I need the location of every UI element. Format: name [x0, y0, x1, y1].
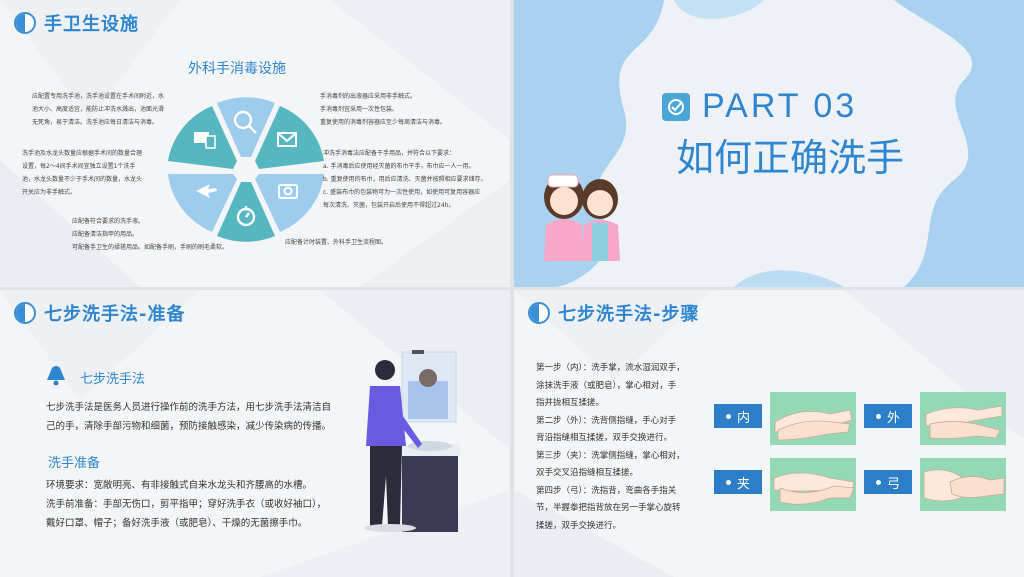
- search-icon: [233, 110, 257, 134]
- devices-icon: [194, 132, 216, 149]
- step-label-1: 内: [714, 404, 762, 428]
- hand-image-1: [770, 392, 856, 445]
- text-right-top: 手消毒剂的出液器应采用非手触式。 手消毒剂宜采用一次性包装。 重复使用的消毒剂容…: [320, 93, 447, 126]
- bullet-icon: [875, 413, 881, 419]
- bullet-icon: [725, 413, 731, 419]
- part-title: 如何正确洗手: [675, 136, 904, 180]
- step-label-2: 外: [864, 404, 912, 428]
- airplane-icon: [196, 184, 217, 198]
- slide-seven-step-prep[interactable]: 七步洗手法-准备 七步洗手法 七步洗手法是医务人员进行操作前的洗手方法，用七步洗…: [0, 290, 510, 577]
- step-label-4: 弓: [864, 470, 912, 494]
- facilities-wheel: [168, 97, 324, 242]
- step-label-3: 夹: [714, 470, 762, 494]
- half-circle-icon: [14, 12, 36, 34]
- text-bottom-left: 应配备符合要求的洗手液。 应配备清洁指甲的用品。 可配备手卫生的揉搓用品。如配备…: [72, 218, 229, 251]
- background-polygons: [0, 0, 510, 287]
- hand-image-3: [770, 458, 856, 511]
- text-bottom-right: 应配备计时装置、外科手卫生流程图。: [285, 239, 388, 246]
- check-badge-icon: [662, 92, 690, 121]
- doctor-washing-illustration: [364, 350, 460, 532]
- part-label: PART 03: [702, 87, 858, 125]
- nurses-illustration: [544, 174, 620, 261]
- text-left-mid: 洗手池及水龙头数量应根据手术间的数量合理 设置，每2～4间手术间宜独立设置1个洗…: [22, 150, 143, 196]
- steps-text: 第一步（内）：洗手掌，流水湿润双手， 涂抹洗手液（或肥皂），掌心相对，手 指并拢…: [536, 363, 685, 531]
- text-right-mid: 冲洗手消毒法应配备干手用品，并符合以下要求： a. 手消毒后应使用经灭菌的布巾干…: [323, 150, 487, 209]
- slide-seven-step-steps[interactable]: 七步洗手法-步骤 第一步（内）：洗手掌，流水湿润双手， 涂抹洗手液（或肥皂），掌…: [514, 290, 1024, 577]
- stopwatch-icon: [236, 206, 256, 227]
- intro-text: 七步洗手法是医务人员进行操作前的洗手方法，用七步洗手法清洁自 己的手，清除手部污…: [46, 402, 332, 432]
- slide-part-03[interactable]: PART 03 如何正确洗手: [514, 0, 1024, 287]
- section-title: 七步洗手法: [80, 372, 146, 387]
- bullet-icon: [875, 479, 881, 485]
- slide4-header: 七步洗手法-步骤: [528, 300, 699, 326]
- slide3-title: 七步洗手法-准备: [44, 304, 186, 325]
- slide1-header: 手卫生设施: [14, 10, 139, 36]
- hand-image-2: [920, 392, 1006, 445]
- slide4-title: 七步洗手法-步骤: [558, 304, 700, 325]
- part-heading: PART 03: [662, 87, 857, 126]
- text-left-top: 应配置专用洗手池，洗手池设置在手术间附近，水 池大小、高度适宜，能防止冲洗水溅出…: [32, 93, 165, 126]
- bell-icon: [47, 366, 65, 386]
- half-circle-icon: [528, 302, 550, 324]
- wheel-segment-bottom: [217, 182, 275, 242]
- bullet-icon: [725, 479, 731, 485]
- slide1-subtitle: 外科手消毒设施: [188, 61, 286, 77]
- wheel-segment-bottom-left: [168, 174, 237, 232]
- slide1-title: 手卫生设施: [44, 14, 139, 35]
- hand-image-4: [920, 458, 1006, 511]
- wheel-segment-bottom-right: [255, 174, 324, 232]
- camera-icon: [278, 184, 298, 199]
- prep-text: 环境要求：宽敞明亮、有非接触式自来水龙头和齐腰高的水槽。 洗手前准备：手部无伤口…: [46, 480, 327, 529]
- background-blobs: [514, 0, 1024, 287]
- slide3-header: 七步洗手法-准备: [14, 300, 185, 326]
- mail-icon: [277, 132, 297, 147]
- slide-hand-hygiene-facilities[interactable]: 手卫生设施 外科手消毒设施 应配置专用洗手池，洗手池设置在手术间附近，水 池大小…: [0, 0, 510, 287]
- prep-title: 洗手准备: [48, 456, 101, 471]
- half-circle-icon: [14, 302, 36, 324]
